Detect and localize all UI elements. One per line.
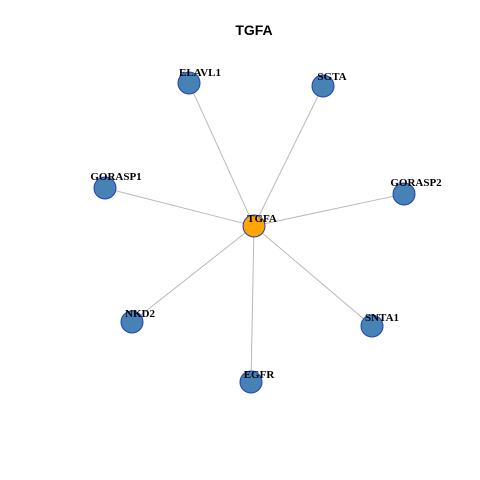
edge-tgfa-snta1	[253, 225, 373, 327]
node-label-tgfa: TGFA	[247, 213, 277, 225]
node-label-snta1: SNTA1	[365, 312, 399, 324]
node-egfr[interactable]	[239, 370, 263, 394]
node-gorasp1[interactable]	[93, 176, 117, 200]
node-label-sgta: SGTA	[317, 71, 346, 83]
node-layer	[93, 71, 416, 394]
edge-tgfa-nkd2	[131, 225, 255, 323]
node-elavl1[interactable]	[177, 71, 201, 95]
node-label-egfr: EGFR	[244, 369, 276, 381]
edge-tgfa-sgta	[253, 85, 324, 227]
node-snta1[interactable]	[360, 314, 384, 338]
edge-tgfa-gorasp1	[104, 187, 255, 227]
edge-layer	[104, 82, 405, 383]
diagram-title: TGFA	[235, 22, 272, 38]
node-label-nkd2: NKD2	[125, 308, 155, 320]
node-nkd2[interactable]	[120, 310, 144, 334]
node-gorasp2[interactable]	[392, 182, 416, 206]
node-label-gorasp1: GORASP1	[90, 171, 141, 183]
node-sgta[interactable]	[311, 74, 335, 98]
edge-tgfa-egfr	[250, 225, 255, 383]
edge-tgfa-elavl1	[188, 82, 255, 227]
edge-tgfa-gorasp2	[253, 193, 405, 227]
node-label-elavl1: ELAVL1	[179, 67, 221, 79]
node-tgfa[interactable]	[242, 214, 266, 238]
node-label-gorasp2: GORASP2	[390, 177, 442, 189]
